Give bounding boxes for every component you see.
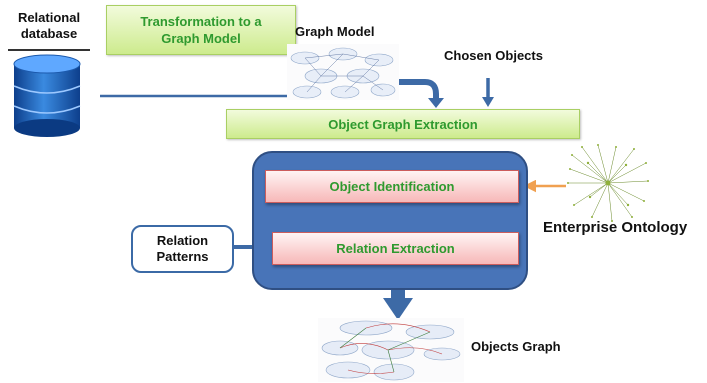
chosen-objects-label: Chosen Objects (444, 48, 543, 63)
objects-graph-label: Objects Graph (471, 339, 561, 354)
objects-graph-thumbnail (318, 318, 464, 382)
enterprise-ontology-label: Enterprise Ontology (543, 219, 688, 236)
graph-model-down-arrow (395, 79, 439, 100)
relational-db-label: Relational database (17, 10, 81, 41)
relation-patterns-box: Relation Patterns (131, 225, 234, 273)
object-graph-extraction-bar: Object Graph Extraction (226, 109, 580, 139)
chosen-objects-arrowhead (482, 97, 494, 107)
database-icon (13, 54, 81, 137)
output-arrow-head (383, 298, 413, 320)
graph-model-arrowhead (428, 98, 444, 108)
graph-model-thumbnail (287, 44, 399, 100)
object-identification-box: Object Identification (265, 170, 519, 203)
graph-model-label: Graph Model (295, 24, 375, 39)
relation-extraction-box: Relation Extraction (272, 232, 519, 265)
transformation-box: Transformation to a Graph Model (106, 5, 296, 55)
ontology-network-graphic (567, 144, 649, 222)
